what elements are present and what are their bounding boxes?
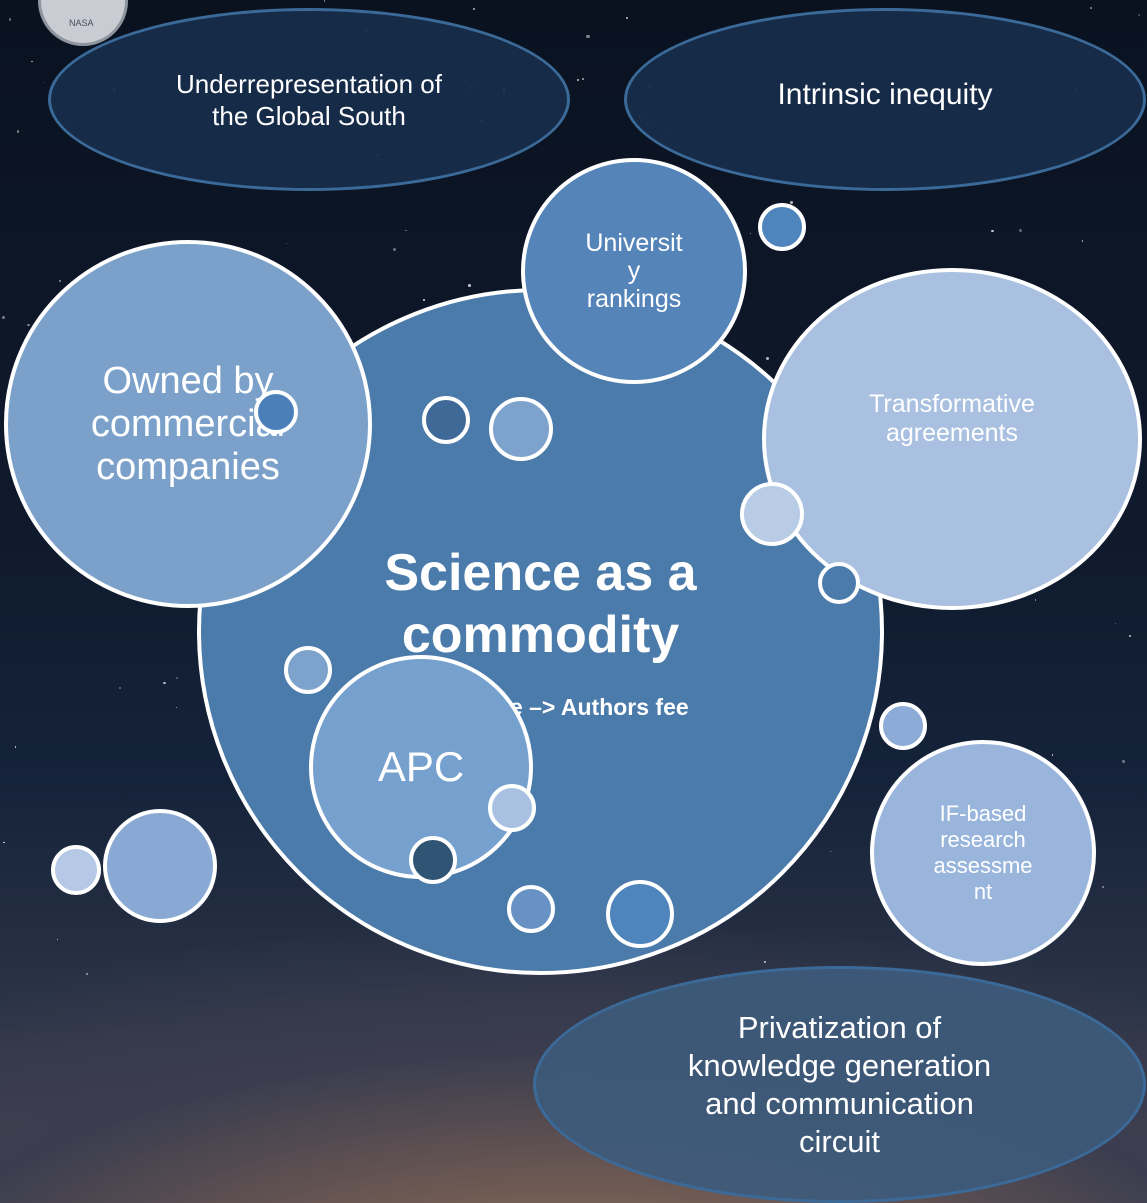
star-dot (175, 676, 179, 680)
star-dot (2, 315, 6, 319)
star-dot (581, 78, 584, 81)
star-dot (27, 323, 30, 326)
small-bubble (284, 646, 332, 694)
small-bubble (740, 482, 804, 546)
star-dot (1018, 229, 1022, 233)
star-dot (1051, 753, 1054, 756)
star-dot (1138, 14, 1141, 16)
star-dot (830, 851, 832, 853)
star-dot (1122, 760, 1126, 764)
star-dot (31, 60, 34, 63)
node-owned-by-commercial: Owned by commercial companies (4, 240, 372, 608)
star-dot (790, 201, 793, 205)
star-dot (468, 284, 471, 287)
node-university-rankings: Universit y rankings (521, 158, 747, 384)
small-bubble (818, 562, 860, 604)
small-bubble (507, 885, 555, 933)
star-dot (405, 230, 407, 232)
star-dot (86, 972, 88, 975)
small-bubble (254, 390, 298, 434)
star-dot (1090, 7, 1092, 9)
star-dot (392, 247, 396, 251)
star-dot (119, 687, 122, 689)
star-dot (749, 232, 752, 235)
star-dot (42, 81, 44, 84)
node-transformative-agreements: Transformative agreements (762, 268, 1142, 610)
star-dot (163, 681, 166, 684)
node-if-based-assessment: IF-based research assessme nt (870, 740, 1096, 966)
star-dot (1034, 599, 1037, 601)
star-dot (57, 939, 59, 941)
small-bubble (488, 784, 536, 832)
node-intrinsic-inequity: Intrinsic inequity (624, 8, 1146, 191)
small-bubble (103, 809, 217, 923)
star-dot (8, 18, 12, 21)
star-dot (285, 242, 288, 245)
small-bubble (409, 836, 457, 884)
star-dot (176, 707, 178, 709)
small-bubble (758, 203, 806, 251)
star-dot (1115, 622, 1117, 624)
small-bubble (489, 397, 553, 461)
star-dot (323, 0, 326, 2)
small-bubble (422, 396, 470, 444)
star-dot (764, 960, 767, 963)
node-privatization: Privatization of knowledge generation an… (533, 966, 1146, 1203)
star-dot (16, 129, 20, 133)
star-dot (586, 35, 590, 39)
star-dot (626, 16, 629, 19)
star-dot (766, 357, 770, 361)
node-global-south: Underrepresentation of the Global South (48, 8, 570, 191)
star-dot (472, 8, 475, 11)
small-bubble (51, 845, 101, 895)
star-dot (991, 229, 994, 233)
star-dot (422, 298, 425, 302)
star-dot (1102, 885, 1105, 888)
star-dot (577, 78, 580, 81)
star-dot (1081, 240, 1084, 242)
star-dot (14, 746, 16, 748)
small-bubble (606, 880, 674, 948)
center-title: Science as a commodity (384, 544, 697, 664)
small-bubble (879, 702, 927, 750)
star-dot (59, 279, 62, 282)
star-dot (1128, 635, 1131, 638)
star-dot (3, 841, 5, 843)
